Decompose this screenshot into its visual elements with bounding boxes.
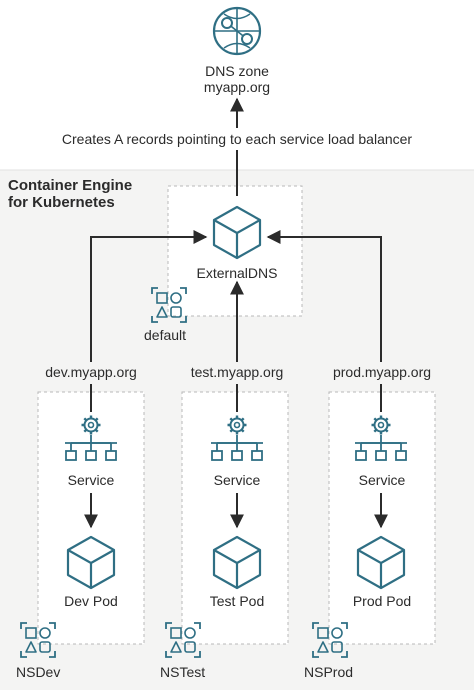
dns-zone-domain: myapp.org xyxy=(203,79,271,95)
connectors xyxy=(84,97,388,529)
namespace-prod-label: NSProd xyxy=(304,664,354,680)
edge-label-records: Creates A records pointing to each servi… xyxy=(61,131,413,147)
host-dev-label: dev.myapp.org xyxy=(45,364,137,380)
host-prod-label: prod.myapp.org xyxy=(332,364,432,380)
test-service-label: Service xyxy=(213,472,261,488)
namespace-default-label: default xyxy=(144,327,187,343)
globe-network-icon xyxy=(212,6,262,56)
dns-zone-title: DNS zone xyxy=(205,63,269,79)
prod-pod-label: Prod Pod xyxy=(352,593,412,609)
prod-service-label: Service xyxy=(358,472,406,488)
dev-pod-label: Dev Pod xyxy=(64,593,118,609)
cluster-title-line2: for Kubernetes xyxy=(8,194,115,211)
edge-dev-to-externaldns xyxy=(90,230,208,412)
test-pod-label: Test Pod xyxy=(209,593,265,609)
cluster-title-line1: Container Engine xyxy=(8,177,133,194)
namespace-test-label: NSTest xyxy=(160,664,206,680)
namespace-dev-label: NSDev xyxy=(16,664,61,680)
edge-prod-to-externaldns xyxy=(266,230,382,412)
host-test-label: test.myapp.org xyxy=(190,364,284,380)
externaldns-label: ExternalDNS xyxy=(196,265,278,281)
dev-service-label: Service xyxy=(67,472,115,488)
